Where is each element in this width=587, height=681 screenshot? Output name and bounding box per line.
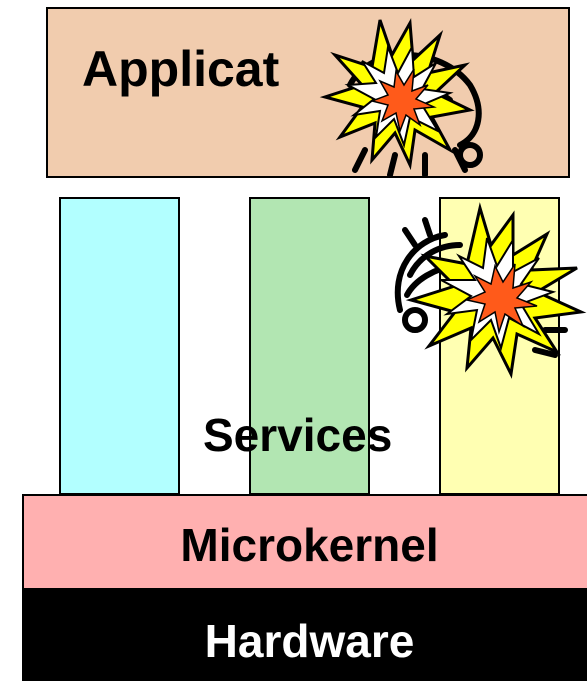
hardware-layer: Hardware — [22, 590, 587, 681]
application-layer — [46, 7, 570, 178]
service-crash-group — [394, 202, 587, 379]
explosion-icon — [405, 202, 587, 379]
application-crash-group — [319, 17, 483, 178]
microkernel-label: Microkernel — [180, 519, 439, 571]
service-column-1 — [59, 197, 180, 495]
microkernel-layer: Microkernel — [22, 494, 587, 590]
services-label: Services — [203, 409, 393, 461]
bug-icon — [394, 217, 568, 358]
explosion-icon — [319, 17, 475, 171]
application-label: Applicat — [82, 41, 280, 97]
service-column-2 — [249, 197, 370, 495]
hardware-label: Hardware — [204, 615, 415, 667]
